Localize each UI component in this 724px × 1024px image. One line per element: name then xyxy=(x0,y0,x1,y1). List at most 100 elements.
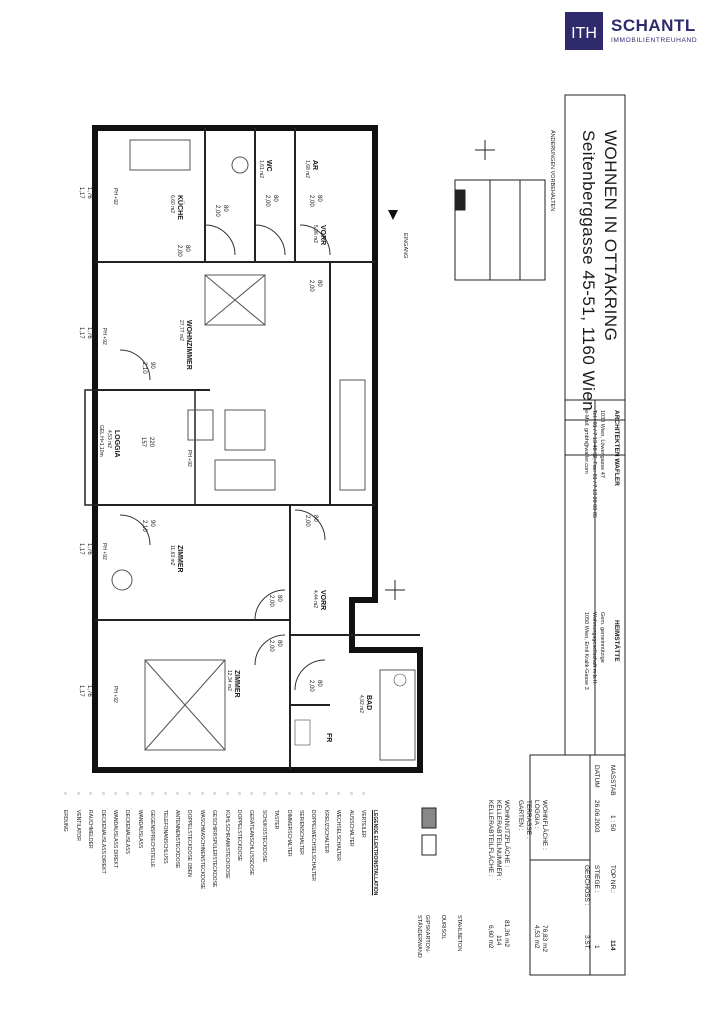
material-stahlbeton: STAHLBETON xyxy=(456,915,462,952)
legend-symbol-icon: ○ xyxy=(236,792,242,796)
terrasse-label: TERRASSE : xyxy=(525,800,532,839)
room-vorr-1: VORR xyxy=(319,225,326,246)
room-loggia: LOGGIA xyxy=(113,430,120,458)
architect-phone: Tel.: 01 / 7 13 48 92, Fax: 01 / 7 13 00… xyxy=(591,410,597,518)
room-ar: AR xyxy=(311,160,318,171)
door-kueche-height: 2,00 xyxy=(214,205,220,217)
door-loggia-height: 2,10 xyxy=(141,362,147,374)
legend-item: SERIENSCHALTER xyxy=(298,810,304,855)
legend-symbol-icon: ○ xyxy=(273,792,280,796)
date-value: 26.06.2003 xyxy=(593,800,600,833)
legend-item: DECKENAUSLASS DIREKT xyxy=(99,810,106,874)
legend-symbol-icon: ○ xyxy=(99,792,106,796)
window-sill-1: 1,17 xyxy=(78,187,84,199)
legend-item: TELEFONANSCHLUSS xyxy=(161,810,168,864)
material-staenderwand: STÄNDERWAND xyxy=(416,915,422,958)
legend-item: RAUCHMELDER xyxy=(87,810,94,849)
title-block-frame xyxy=(529,94,626,976)
legend-item: VERTEILER xyxy=(360,810,366,838)
architect-name: ARCHITEKTEN WAFLER xyxy=(613,410,620,486)
bath-fixtures xyxy=(294,673,407,746)
legend-item: VENTILATOR xyxy=(74,810,81,841)
geschoss-value: 3.ST. xyxy=(583,935,590,950)
kellernr-label: KELLERABTEILNUMMER : xyxy=(495,800,502,881)
legend-symbol-icon: ○ xyxy=(136,792,143,796)
loggia-value: 4,53 m2 xyxy=(533,925,540,949)
material-swatches xyxy=(421,807,437,856)
architect-email: e-Mail: gmbh@wafler.com xyxy=(583,410,589,474)
door-swings xyxy=(119,224,331,691)
door-bad-height: 2,00 xyxy=(308,680,314,692)
room-zimmer-2: ZIMMER xyxy=(233,670,240,698)
room-vorr-2-area: 4,44 m2 xyxy=(312,590,318,609)
developer-line2: Wohnungsgesellschaft m.b.H. xyxy=(591,612,597,685)
legend-item: SCHUKOSTECKDOSE xyxy=(260,810,267,863)
door-zimmer2-width: 80 xyxy=(276,640,282,647)
legend-item: GESCHIRRSPÜLERSTECKDOSE xyxy=(211,810,218,888)
project-address: Seitenberggasse 45-51, 1160 Wien xyxy=(579,130,598,412)
legend-title: LEGENDE ELEKTROINSTALLATION xyxy=(372,810,378,896)
parapet-4: PH +92 xyxy=(101,543,107,560)
room-wohnzimmer: WOHNZIMMER xyxy=(185,320,192,370)
legend-symbol-icon: ○ xyxy=(174,792,180,796)
developer-line1: Gem. gemeinnützige xyxy=(599,612,605,663)
window-sill-3: 1,17 xyxy=(78,543,84,555)
window-height-1: 1,76 xyxy=(86,187,92,199)
parapet-2: PH +92 xyxy=(101,328,107,345)
room-vorr-2: VORR xyxy=(319,590,326,611)
date-label: DATUM xyxy=(593,765,600,788)
room-fr: FR xyxy=(325,733,332,743)
entry-arrow-icon xyxy=(388,210,398,220)
door-kueche2-height: 2,00 xyxy=(176,245,182,257)
interior-walls xyxy=(84,128,420,770)
key-plan xyxy=(454,179,546,281)
legend-item: TASTER xyxy=(273,810,280,830)
door-vorr2-height: 2,00 xyxy=(268,595,274,607)
legend-symbol-icon: ○ xyxy=(74,792,81,796)
loggia-label: LOGGIA : xyxy=(533,800,540,829)
top-value: 114 xyxy=(609,940,616,951)
door-wc-height: 2,00 xyxy=(264,195,270,207)
architect-address: 1030 Wien, Löwengasse 47 xyxy=(599,410,605,478)
window-sill-4: 1,17 xyxy=(78,685,84,697)
window-height-2: 1,76 xyxy=(86,327,92,339)
geschoss-label: GESCHOSS : xyxy=(583,865,590,906)
wohnnutz-value: 81,36 m2 xyxy=(503,920,510,948)
brand-name: SCHANTL xyxy=(611,16,696,35)
legend-item: WECHSELSCHALTER xyxy=(335,810,342,862)
stiege-value: 1 xyxy=(593,945,600,949)
room-wc-area: 1,61 m2 xyxy=(258,160,264,179)
legend-symbol-icon: ○ xyxy=(161,792,168,796)
legend-symbol-icon: ○ xyxy=(62,792,69,796)
legend-symbol-icon: ○ xyxy=(223,792,230,796)
door-ar-width: 80 xyxy=(316,195,322,202)
kellerfl-label: KELLERABTEILFLÄCHE : xyxy=(487,800,494,877)
kellerfl-value: 6,60 m2 xyxy=(487,925,494,949)
furniture xyxy=(111,139,416,761)
door-ar-height: 2,00 xyxy=(308,195,314,207)
legend-item: KÜHLSCHRANKSTECKDOSE xyxy=(223,810,230,879)
door-loggia-width: 90 xyxy=(149,362,155,369)
room-zimmer-1-area: 11,63 m2 xyxy=(169,545,175,566)
legend-item: ERDUNG xyxy=(62,810,69,832)
parapet-3: PH +92 xyxy=(186,450,192,467)
legend-item: DIMMERSCHALTER xyxy=(285,810,292,857)
legend-symbol-icon: ○ xyxy=(248,792,255,796)
window-height-4: 1,76 xyxy=(86,685,92,697)
room-bad: BAD xyxy=(365,695,372,711)
garten-label: GARTEN : xyxy=(517,800,524,831)
room-zimmer-1: ZIMMER xyxy=(176,545,183,573)
door-wc-width: 80 xyxy=(272,195,278,202)
legend-item: DOPPELSTECKDOSE OBEN xyxy=(186,810,193,877)
door-wohn-height: 2,00 xyxy=(308,280,314,292)
loggia-opening-height: 157 xyxy=(140,437,146,448)
legend-item: GEGENSPRECHSTELLE xyxy=(149,810,156,868)
door-zimmer2-height: 2,00 xyxy=(268,640,274,652)
developer-line3: 1050 Wien, Emil Kralik-Gasse 3 xyxy=(583,612,589,690)
room-wohnzimmer-area: 27,77 m2 xyxy=(178,320,184,341)
legend-symbol-icon: ○ xyxy=(149,792,156,796)
legend-symbol-icon: ○ xyxy=(335,792,342,796)
legend-item: DOPPELSTECKDOSE xyxy=(236,810,242,862)
door-kueche2-width: 80 xyxy=(184,245,190,252)
